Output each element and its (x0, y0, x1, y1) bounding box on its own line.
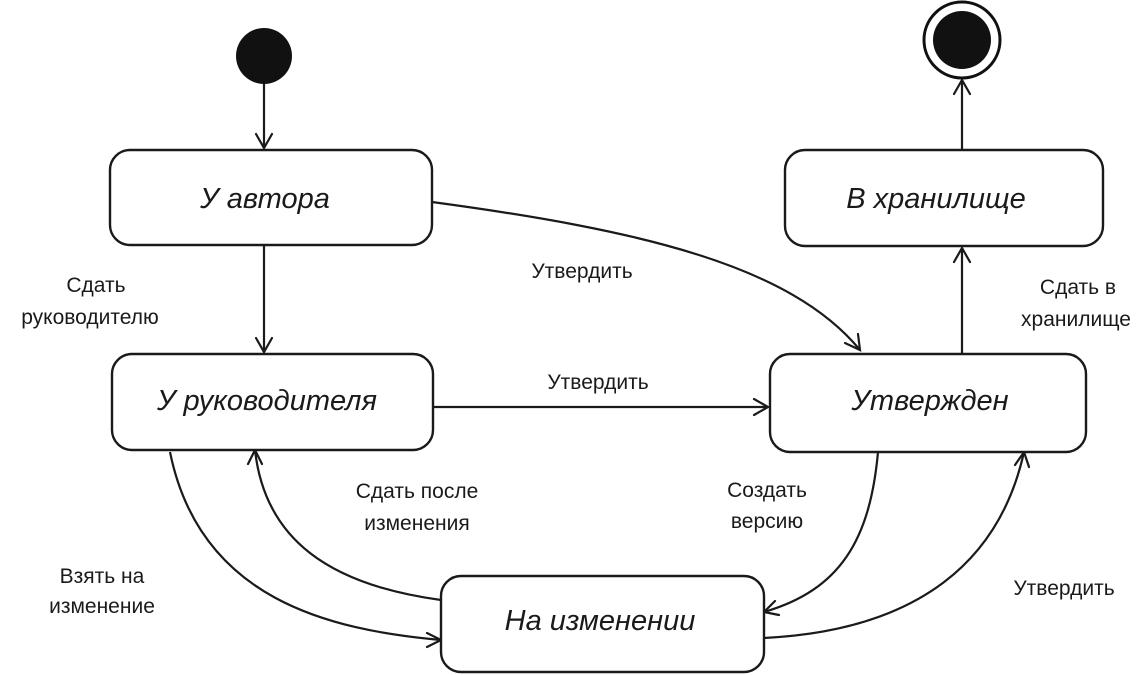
label-submit-to-manager-line2: руководителю (21, 306, 159, 329)
label-approve-from-manager: Утвердить (547, 371, 648, 394)
state-approved-label: Утвержден (850, 385, 1008, 417)
state-manager: У руководителя (110, 352, 435, 452)
edge-author-to-manager (254, 245, 274, 355)
label-submit-to-storage-line1: Сдать в (1040, 276, 1116, 299)
state-manager-label: У руководителя (156, 385, 377, 417)
transition-edges (168, 77, 1031, 649)
edge-storage-to-final (952, 77, 972, 150)
initial-state-node (236, 28, 292, 84)
state-changing: На изменении (439, 574, 766, 674)
edge-manager-to-approved (433, 397, 771, 417)
final-state-node (922, 0, 1002, 80)
state-author-label: У автора (199, 183, 330, 215)
label-submit-after-change-line2: изменения (364, 512, 469, 535)
label-submit-to-storage-line2: хранилище (1021, 308, 1131, 331)
state-approved: Утвержден (768, 352, 1088, 454)
edge-author-to-approved (431, 200, 862, 352)
label-take-for-change-line2: изменение (49, 595, 155, 618)
label-create-version-line1: Создать (727, 479, 807, 502)
edge-approved-to-storage (952, 245, 972, 354)
label-submit-after-change-line1: Сдать после (356, 480, 479, 503)
label-take-for-change-line1: Взять на (60, 565, 145, 588)
state-author: У автора (108, 148, 434, 247)
state-storage: В хранилище (783, 148, 1105, 248)
label-approve-from-changing: Утвердить (1013, 577, 1114, 600)
state-storage-label: В хранилище (846, 183, 1026, 215)
label-create-version-line2: версию (731, 510, 803, 533)
label-approve-from-author: Утвердить (531, 260, 632, 283)
label-submit-to-manager-line1: Сдать (66, 274, 125, 297)
state-changing-label: На изменении (505, 605, 696, 637)
edge-initial-to-author (254, 84, 274, 151)
edge-approved-to-changing (761, 451, 880, 617)
